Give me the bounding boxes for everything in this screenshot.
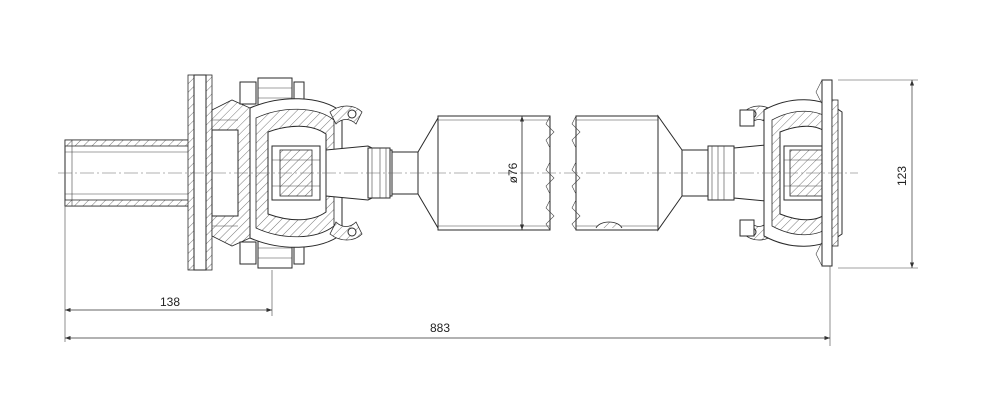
dimension-883-label: 883 — [430, 321, 450, 335]
dimension-diameter: ø76 — [506, 116, 525, 230]
dimension-123: 123 — [838, 79, 918, 269]
dimension-123-label: 123 — [895, 166, 909, 186]
dimension-diameter-label: ø76 — [506, 162, 520, 183]
dimension-138: 138 — [64, 206, 273, 342]
dimension-883: 883 — [65, 266, 831, 346]
dimension-138-label: 138 — [160, 295, 180, 309]
